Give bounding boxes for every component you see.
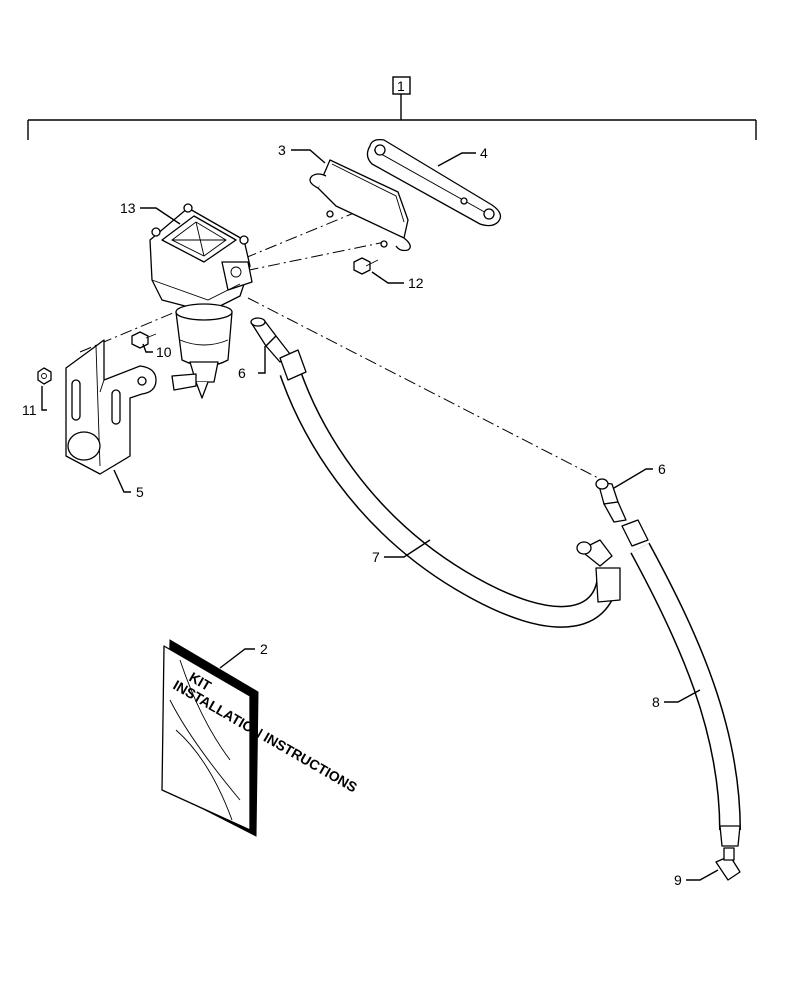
callout-6-upper: 6 xyxy=(238,365,246,381)
callout-6-lower: 6 xyxy=(658,461,666,477)
callout-5: 5 xyxy=(136,484,144,500)
elbow-fitting-9 xyxy=(715,847,741,881)
callout-labels: 1 3 4 13 12 10 6 11 5 6 7 2 8 9 xyxy=(22,78,682,888)
callout-13: 13 xyxy=(120,200,136,216)
filter-bowl xyxy=(171,303,233,399)
callout-11: 11 xyxy=(22,402,37,418)
hose-8 xyxy=(621,519,741,847)
callout-8: 8 xyxy=(652,694,660,710)
assembly-bracket xyxy=(27,76,757,140)
instruction-manual: KIT INSTALLATION INSTRUCTIONS xyxy=(161,639,360,837)
elbow-fitting-6-upper xyxy=(250,317,291,363)
callout-7: 7 xyxy=(372,549,380,565)
callout-1: 1 xyxy=(397,78,405,94)
bolt-12 xyxy=(353,257,379,275)
callout-12: 12 xyxy=(408,275,424,291)
hose-7 xyxy=(279,349,621,628)
filter-head xyxy=(149,203,253,313)
mounting-plate xyxy=(309,159,411,252)
leader-lines xyxy=(41,149,719,881)
callout-9: 9 xyxy=(674,872,682,888)
callout-2: 2 xyxy=(260,641,268,657)
elbow-fitting-6-lower xyxy=(595,478,627,523)
callout-3: 3 xyxy=(278,142,286,158)
filter-bracket xyxy=(65,339,157,475)
nut-11 xyxy=(37,367,52,385)
callout-4: 4 xyxy=(480,145,488,161)
mounting-bar xyxy=(366,138,502,227)
callout-10: 10 xyxy=(156,344,172,360)
bolt-10 xyxy=(131,331,157,349)
